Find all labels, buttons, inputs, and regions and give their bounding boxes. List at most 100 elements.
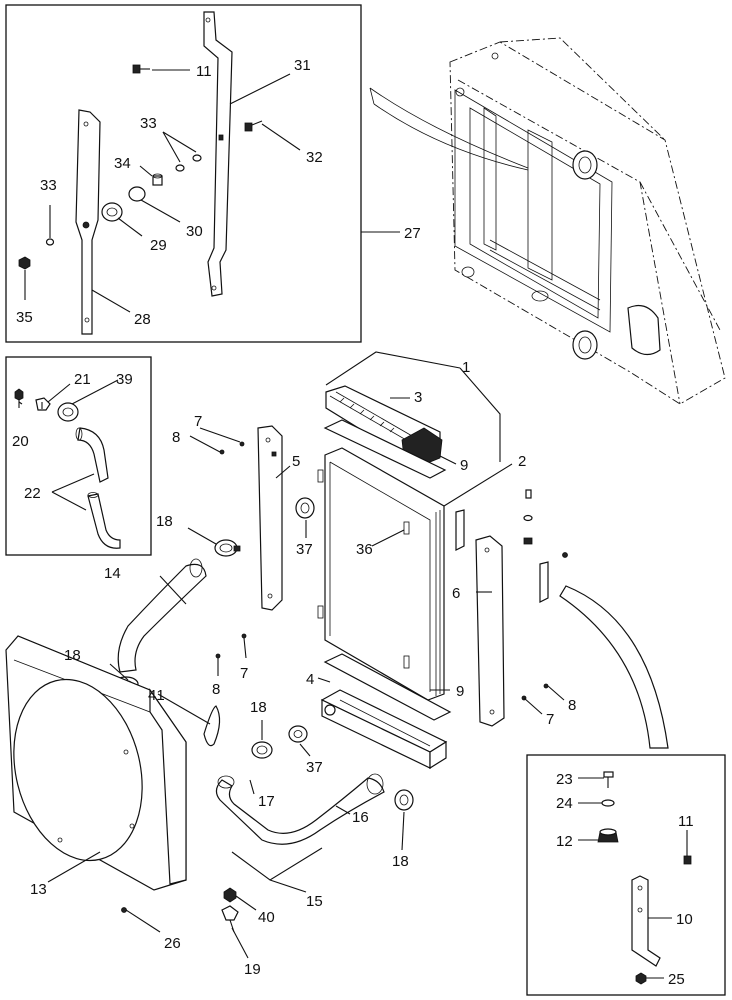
callout-15: 15 [306, 893, 323, 910]
callout-24: 24 [556, 795, 573, 812]
bracket-31 [203, 11, 233, 297]
callout-11: 11 [678, 813, 694, 830]
screw-26 [121, 907, 127, 913]
callout-39: 39 [116, 371, 133, 388]
lower-hose-16 [215, 773, 385, 845]
clamp-18-upper [214, 539, 241, 557]
screw-8-mid [215, 653, 221, 659]
washer-33a [175, 164, 185, 172]
inset-box-upper-brackets [5, 4, 362, 343]
callout-27: 27 [404, 225, 421, 242]
mount-hardware-column [523, 489, 568, 603]
callout-10: 10 [676, 911, 693, 928]
leaders-mount-inset [578, 777, 688, 979]
callout-31: 31 [294, 57, 311, 74]
callout-18: 18 [250, 699, 267, 716]
callout-40: 40 [258, 909, 275, 926]
washer-33c [45, 238, 55, 246]
gasket-9-upper [323, 419, 447, 479]
callout-4: 4 [306, 671, 314, 688]
nut-35 [18, 256, 31, 270]
screw-7-top [239, 441, 245, 447]
pointer-sweep-inset-27 [369, 87, 529, 171]
bracket-28 [75, 109, 101, 335]
washer-33b [192, 154, 202, 162]
mount-inset-parts [597, 771, 692, 985]
callout-22: 22 [24, 485, 41, 502]
callout-7: 7 [194, 413, 202, 430]
callout-5: 5 [292, 453, 300, 470]
gasket-9-lower [323, 653, 452, 721]
clamp-18-lower [394, 789, 414, 811]
screw-8-right [543, 683, 549, 689]
callout-11: 11 [196, 63, 212, 80]
callout-28: 28 [134, 311, 151, 328]
callout-26: 26 [164, 935, 181, 952]
callout-9: 9 [456, 683, 464, 700]
inset-box-mount-hardware [526, 754, 726, 996]
callout-7: 7 [546, 711, 554, 728]
bottom-tank-4 [320, 689, 448, 770]
screw-8-top [219, 449, 225, 455]
bolt-11-upper [132, 64, 150, 74]
leaders-upper-inset [24, 69, 400, 313]
grommet-37-lower [288, 725, 308, 743]
small-bracket [455, 509, 465, 551]
callout-7: 7 [240, 665, 248, 682]
fan-shroud-13 [5, 635, 187, 891]
callout-37: 37 [296, 541, 313, 558]
callout-37: 37 [306, 759, 323, 776]
callout-3: 3 [414, 389, 422, 406]
callout-18: 18 [156, 513, 173, 530]
callout-14: 14 [104, 565, 121, 582]
callout-13: 13 [30, 881, 47, 898]
radiator-core-2 [317, 447, 445, 701]
callout-33: 33 [140, 115, 157, 132]
callout-1: 1 [462, 359, 470, 376]
leaders-hose-inset [18, 379, 119, 511]
callout-41: 41 [148, 687, 165, 704]
callout-8: 8 [172, 429, 180, 446]
clamp-18-middle [251, 741, 273, 759]
side-bracket-5 [257, 425, 283, 611]
callout-17: 17 [258, 793, 275, 810]
callout-35: 35 [16, 309, 33, 326]
callout-8: 8 [212, 681, 220, 698]
callout-18: 18 [64, 647, 81, 664]
callout-33: 33 [40, 177, 57, 194]
callout-23: 23 [556, 771, 573, 788]
callout-19: 19 [244, 961, 261, 978]
leaders-center [47, 351, 565, 959]
grommet-29 [101, 202, 123, 222]
drain-fitting-40 [223, 887, 237, 903]
hose-inset-parts [14, 388, 121, 549]
tie-strap-41 [203, 705, 221, 747]
callout-2: 2 [518, 453, 526, 470]
upper-hose-14 [117, 558, 207, 673]
pointer-sweep-inset-hardware [559, 585, 669, 749]
callout-25: 25 [668, 971, 685, 988]
callout-16: 16 [352, 809, 369, 826]
callout-21: 21 [74, 371, 91, 388]
callout-9: 9 [460, 457, 468, 474]
callout-32: 32 [306, 149, 323, 166]
side-bracket-6 [475, 535, 505, 727]
screw-7-mid [241, 633, 247, 639]
top-tank-3 [325, 385, 443, 467]
callout-18: 18 [392, 853, 409, 870]
callout-20: 20 [12, 433, 29, 450]
callout-36: 36 [356, 541, 373, 558]
frame-housing [449, 37, 726, 405]
drain-fitting-19 [221, 905, 239, 933]
callout-34: 34 [114, 155, 131, 172]
o-ring-30 [128, 186, 146, 202]
bolt-32 [244, 120, 263, 132]
callout-29: 29 [150, 237, 167, 254]
callout-6: 6 [452, 585, 460, 602]
callout-12: 12 [556, 833, 573, 850]
inset-box-hoses [5, 356, 152, 556]
callout-30: 30 [186, 223, 203, 240]
callout-8: 8 [568, 697, 576, 714]
spacer-34 [152, 173, 163, 186]
